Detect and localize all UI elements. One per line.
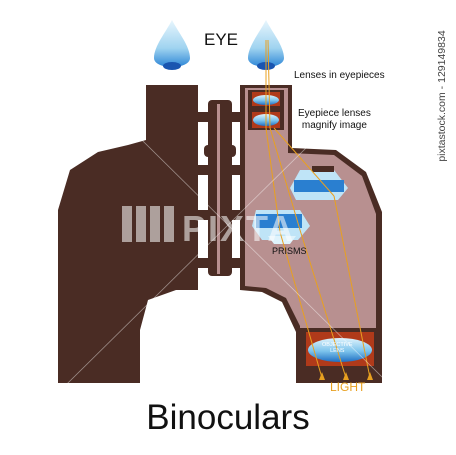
watermark-logo-icon [122, 206, 174, 242]
objective-line1: OBJECTIVE [322, 342, 353, 348]
stock-credit: pixtastock.com - 129149834 [432, 10, 452, 190]
prisms-label: PRISMS [272, 246, 307, 256]
eyepiece-magnify-label: Eyepiece lenses magnify image [298, 108, 371, 132]
eyepiece-magnify-line2: magnify image [301, 120, 367, 131]
upper-prism [290, 166, 348, 200]
eyepiece-magnify-line1: Eyepiece lenses [298, 108, 371, 119]
objective-lens-label: OBJECTIVE LENS [322, 342, 353, 354]
hinge-slots [217, 104, 220, 274]
light-rays [265, 39, 371, 379]
eye-label: EYE [204, 30, 239, 49]
objective-line2: LENS [330, 348, 345, 354]
watermark-text: PIXTA [182, 208, 296, 249]
light-arrow-icons [319, 372, 373, 380]
lenses-in-eyepieces-label: Lenses in eyepieces [294, 70, 385, 81]
cutaway-interior [245, 88, 376, 340]
left-eye-icon [154, 20, 190, 70]
diagram-title: Binoculars [146, 398, 310, 437]
light-label: LIGHT [330, 380, 366, 394]
stock-credit-text: pixtastock.com - 129149834 [436, 30, 448, 162]
